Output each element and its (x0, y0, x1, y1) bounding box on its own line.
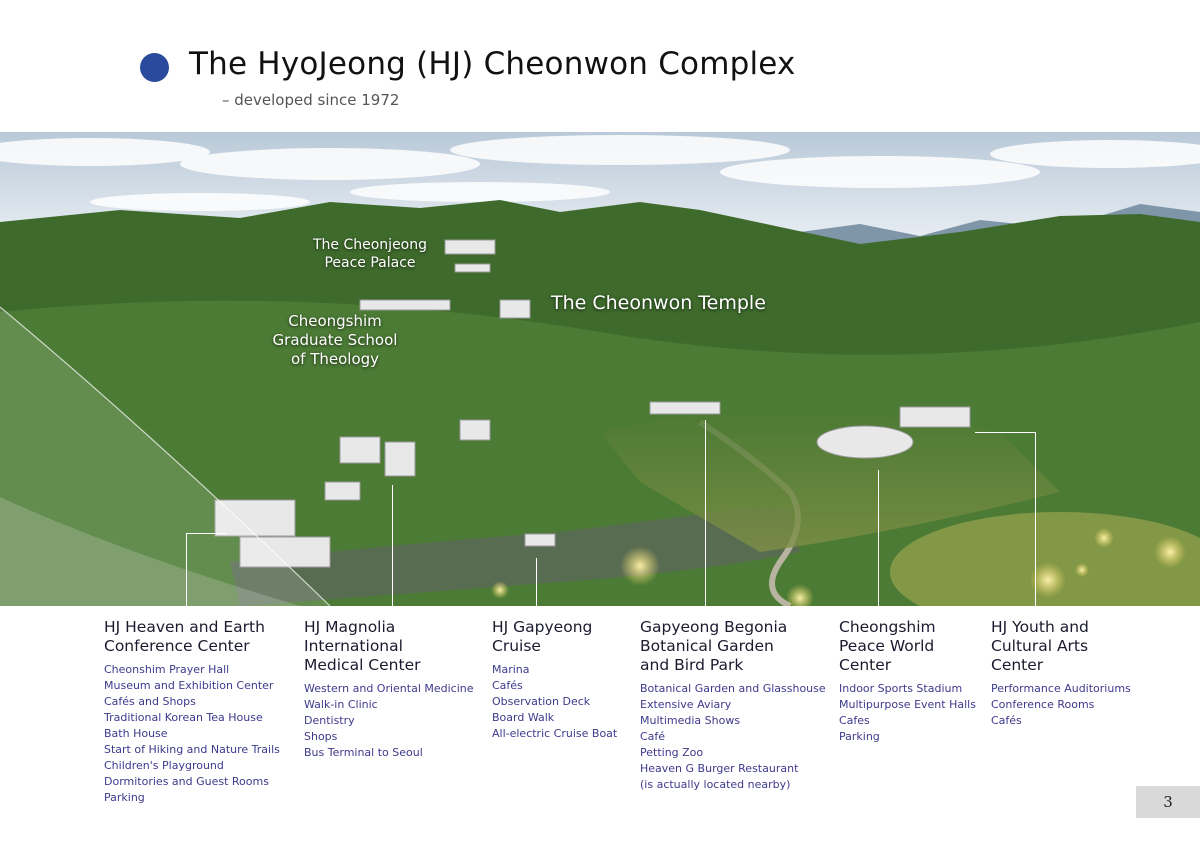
section-gapyeong-cruise: HJ Gapyeong Cruise Marina Cafés Observat… (492, 618, 622, 742)
label-cheongshim-graduate-school: Cheongshim Graduate School of Theology (272, 312, 398, 368)
list-item: Cafés (991, 714, 1022, 727)
section-list: Indoor Sports Stadium Multipurpose Event… (839, 681, 979, 745)
list-item: Extensive Aviary (640, 698, 732, 711)
list-item: Dentistry (304, 714, 355, 727)
section-list: Botanical Garden and Glasshouse Extensiv… (640, 681, 826, 793)
page-subtitle: – developed since 1972 (222, 91, 400, 109)
list-item: All-electric Cruise Boat (492, 727, 618, 740)
leader-line-youth-arts-center-arm (975, 432, 1035, 433)
section-list: Performance Auditoriums Conference Rooms… (991, 681, 1141, 729)
leader-line-medical-center (392, 485, 393, 606)
leader-line-conference-center (186, 533, 187, 606)
list-item: Cheonshim Prayer Hall (104, 663, 230, 676)
list-item: Cafés (492, 679, 523, 692)
page-title: The HyoJeong (HJ) Cheonwon Complex (189, 46, 796, 82)
section-heaven-earth-conference-center: HJ Heaven and Earth Conference Center Ch… (104, 618, 289, 806)
list-item: Cafés and Shops (104, 695, 196, 708)
list-item: Observation Deck (492, 695, 591, 708)
list-item: Western and Oriental Medicine (304, 682, 474, 695)
list-item: Conference Rooms (991, 698, 1095, 711)
list-item: Performance Auditoriums (991, 682, 1131, 695)
title-bullet (140, 53, 169, 82)
section-list: Marina Cafés Observation Deck Board Walk… (492, 662, 622, 742)
list-item: Marina (492, 663, 530, 676)
list-item: Parking (104, 791, 145, 804)
section-title: HJ Youth and Cultural Arts Center (991, 618, 1089, 674)
list-item: Multimedia Shows (640, 714, 741, 727)
list-item: Café (640, 730, 666, 743)
leader-line-conference-center-arm (186, 533, 226, 534)
list-item: Indoor Sports Stadium (839, 682, 963, 695)
list-item: Parking (839, 730, 880, 743)
section-title: HJ Magnolia International Medical Center (304, 618, 421, 674)
aerial-photo: The Cheonjeong Peace Palace Cheongshim G… (0, 132, 1200, 606)
leader-line-cruise (536, 558, 537, 606)
list-item: Bath House (104, 727, 168, 740)
section-list: Western and Oriental Medicine Walk-in Cl… (304, 681, 474, 761)
list-item: Petting Zoo (640, 746, 704, 759)
section-youth-cultural-arts-center: HJ Youth and Cultural Arts Center Perfor… (991, 618, 1141, 729)
leader-line-youth-arts-center (1035, 432, 1036, 606)
list-item: Start of Hiking and Nature Trails (104, 743, 280, 756)
list-item: Multipurpose Event Halls (839, 698, 976, 711)
list-item: Museum and Exhibition Center (104, 679, 274, 692)
section-title: Gapyeong Begonia Botanical Garden and Bi… (640, 618, 788, 674)
list-item: Heaven G Burger Restaurant (640, 762, 799, 775)
section-peace-world-center: Cheongshim Peace World Center Indoor Spo… (839, 618, 979, 745)
leader-line-peace-world-center (878, 470, 879, 606)
list-item: Shops (304, 730, 338, 743)
section-title: Cheongshim Peace World Center (839, 618, 936, 674)
list-item: Bus Terminal to Seoul (304, 746, 423, 759)
section-magnolia-medical-center: HJ Magnolia International Medical Center… (304, 618, 474, 761)
list-item: Traditional Korean Tea House (104, 711, 263, 724)
list-item: (is actually located nearby) (640, 778, 791, 791)
section-title: HJ Gapyeong Cruise (492, 618, 593, 655)
list-item: Board Walk (492, 711, 555, 724)
section-list: Cheonshim Prayer Hall Museum and Exhibit… (104, 662, 289, 806)
aerial-landscape-illustration (0, 132, 1200, 606)
page-number: 3 (1136, 786, 1200, 818)
list-item: Walk-in Clinic (304, 698, 378, 711)
section-begonia-botanical-garden: Gapyeong Begonia Botanical Garden and Bi… (640, 618, 826, 793)
list-item: Cafes (839, 714, 870, 727)
label-cheonwon-temple: The Cheonwon Temple (551, 292, 766, 314)
list-item: Children's Playground (104, 759, 224, 772)
leader-line-botanical-garden (705, 420, 706, 606)
section-title: HJ Heaven and Earth Conference Center (104, 618, 265, 655)
label-cheonjeong-peace-palace: The Cheonjeong Peace Palace (312, 237, 428, 271)
list-item: Dormitories and Guest Rooms (104, 775, 269, 788)
list-item: Botanical Garden and Glasshouse (640, 682, 826, 695)
